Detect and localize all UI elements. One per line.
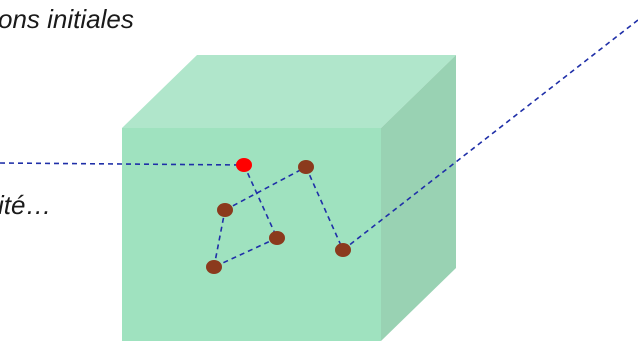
particle <box>217 203 233 217</box>
cube <box>122 55 456 341</box>
particle <box>335 243 351 257</box>
particle <box>298 160 314 174</box>
start-particle <box>236 158 252 172</box>
cube-front-face <box>122 128 381 341</box>
particle <box>206 260 222 274</box>
particle <box>269 231 285 245</box>
